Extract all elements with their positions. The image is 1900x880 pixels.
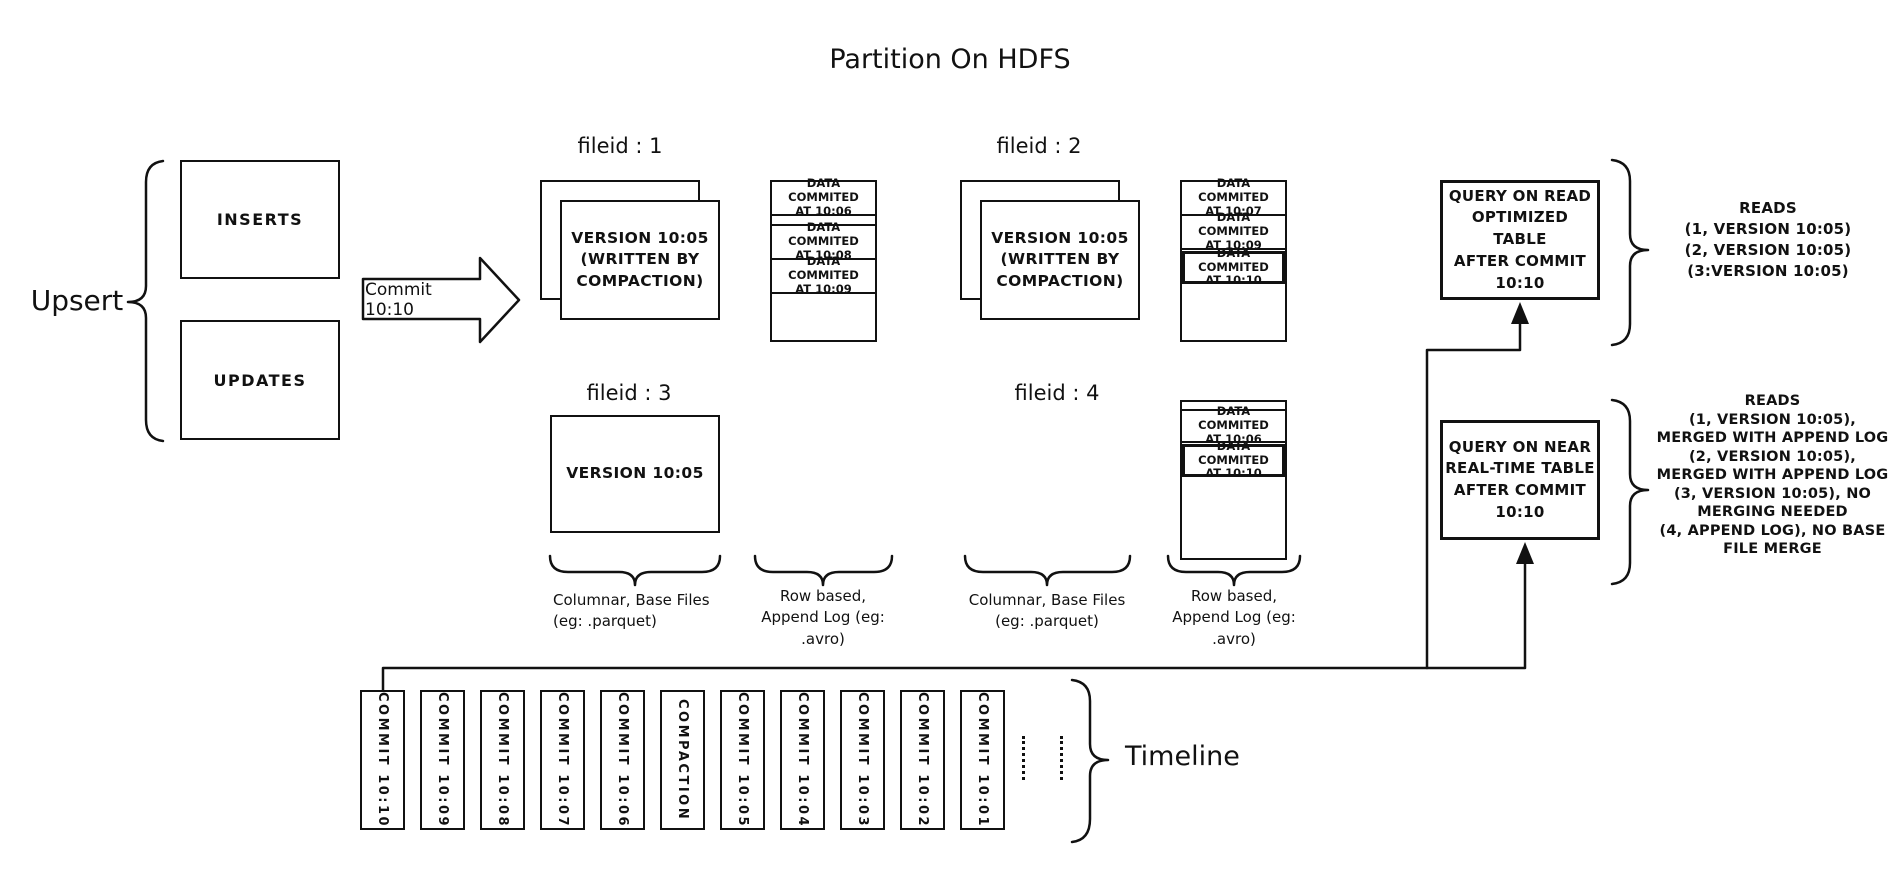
timeline-item: COMMIT 10:02: [900, 690, 945, 830]
timeline-item: COMMIT 10:03: [840, 690, 885, 830]
read-optimized-query-line: [1425, 321, 1522, 670]
timeline-item-label: COMMIT 10:04: [795, 691, 810, 829]
timeline-item-compaction: COMPACTION: [660, 690, 705, 830]
timeline-item-label: COMMIT 10:03: [855, 691, 870, 829]
timeline-item-label: COMMIT 10:09: [435, 691, 450, 829]
rowbased-brace-1: [753, 554, 894, 587]
updates-box: UPDATES: [180, 320, 340, 440]
fileid-3-base-file: VERSION 10:05: [550, 415, 720, 533]
commit-arrow: [361, 256, 521, 344]
columnar-brace-1: [548, 554, 722, 587]
columnar-brace-2: [963, 554, 1132, 587]
near-realtime-reads-annotation: READS (1, VERSION 10:05), MERGED WITH AP…: [1656, 393, 1889, 558]
query-near-realtime-box: QUERY ON NEAR REAL-TIME TABLE AFTER COMM…: [1440, 420, 1600, 540]
timeline-item-label: COMMIT 10:10: [375, 691, 390, 829]
realtime-arrowhead: [1516, 542, 1534, 564]
log-entry: DATA COMMITED AT 10:06: [1182, 404, 1285, 446]
upsert-brace: [126, 159, 165, 443]
fileid-2-label: fileid : 2: [996, 134, 1082, 158]
read-optimized-reads-annotation: READS (1, VERSION 10:05) (2, VERSION 10:…: [1684, 199, 1852, 280]
read-optimized-arrowhead: [1511, 302, 1529, 324]
realtime-query-line: [381, 561, 1527, 692]
page-title: Partition On HDFS: [829, 44, 1071, 75]
timeline-item: COMMIT 10:07: [540, 690, 585, 830]
log-empty-slot: [772, 216, 875, 226]
inserts-box: INSERTS: [180, 160, 340, 279]
timeline-item: COMMIT 10:06: [600, 690, 645, 830]
timeline-item: COMMIT 10:05: [720, 690, 765, 830]
timeline-brace: [1070, 678, 1110, 844]
timeline-ellipsis-dots: [1060, 736, 1063, 780]
query-read-optimized-box: QUERY ON READ OPTIMIZED TABLE AFTER COMM…: [1440, 180, 1600, 300]
fileid-3-label: fileid : 3: [586, 381, 672, 405]
timeline: COMMIT 10:10 COMMIT 10:09 COMMIT 10:08 C…: [360, 690, 1005, 830]
timeline-item: COMMIT 10:01: [960, 690, 1005, 830]
log-entry: DATA COMMITED AT 10:09: [1182, 210, 1285, 252]
fileid-1-log-file: DATA COMMITED AT 10:06 DATA COMMITED AT …: [770, 176, 877, 342]
fileid-4-log-file: DATA COMMITED AT 10:06 DATA COMMITED AT …: [1180, 400, 1287, 560]
row-based-append-log-label: Row based, Append Log (eg: .avro): [761, 587, 885, 648]
log-entry: DATA COMMITED AT 10:07: [1182, 176, 1285, 218]
timeline-item: COMMIT 10:09: [420, 690, 465, 830]
log-entry-latest: DATA COMMITED AT 10:10: [1182, 246, 1285, 287]
fileid-2-base-file: VERSION 10:05 (WRITTEN BY COMPACTION): [980, 200, 1140, 320]
columnar-base-files-label: Columnar, Base Files (eg: .parquet): [553, 591, 710, 631]
fileid-1-label: fileid : 1: [577, 134, 663, 158]
log-entry: DATA COMMITED AT 10:06: [772, 176, 875, 218]
commit-arrow-label: Commit 10:10: [365, 280, 432, 320]
fileid-1-base-file: VERSION 10:05 (WRITTEN BY COMPACTION): [560, 200, 720, 320]
timeline-item: COMMIT 10:04: [780, 690, 825, 830]
timeline-item-label: COMMIT 10:05: [735, 691, 750, 829]
timeline-item-label: COMMIT 10:02: [915, 691, 930, 829]
reads-brace-1: [1610, 158, 1650, 347]
timeline-item-label: COMMIT 10:08: [495, 691, 510, 829]
timeline-item: COMMIT 10:08: [480, 690, 525, 830]
log-entry: DATA COMMITED AT 10:09: [772, 254, 875, 296]
reads-brace-2: [1610, 398, 1650, 586]
timeline-item-label: COMMIT 10:06: [615, 691, 630, 829]
fileid-4-label: fileid : 4: [1014, 381, 1100, 405]
log-empty-slot: [1182, 402, 1285, 411]
row-based-append-log-label: Row based, Append Log (eg: .avro): [1172, 587, 1296, 648]
timeline-item-label: COMMIT 10:07: [555, 691, 570, 829]
rowbased-brace-2: [1166, 554, 1302, 587]
upsert-label: Upsert: [30, 284, 124, 317]
log-entry-latest: DATA COMMITED AT 10:10: [1182, 439, 1285, 480]
timeline-item: COMMIT 10:10: [360, 690, 405, 830]
columnar-base-files-label: Columnar, Base Files (eg: .parquet): [968, 591, 1126, 631]
timeline-label: Timeline: [1125, 741, 1240, 772]
fileid-2-log-file: DATA COMMITED AT 10:07 DATA COMMITED AT …: [1180, 176, 1287, 342]
timeline-item-label: COMMIT 10:01: [975, 691, 990, 829]
timeline-ellipsis-dots: [1022, 736, 1025, 780]
timeline-item-label: COMPACTION: [675, 698, 690, 822]
log-entry: DATA COMMITED AT 10:08: [772, 220, 875, 262]
